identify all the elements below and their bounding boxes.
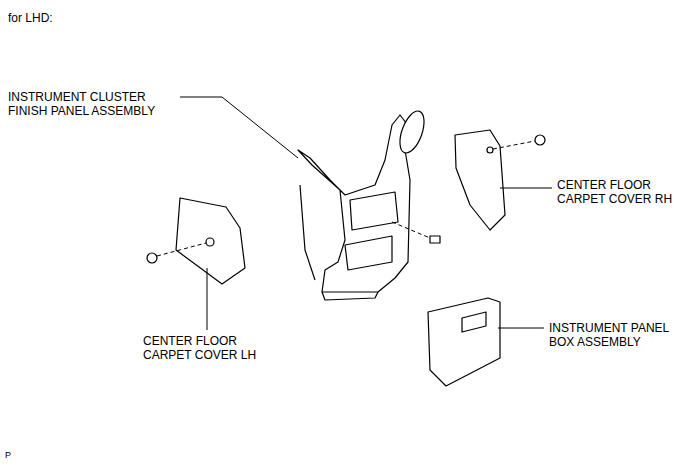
panel-tab: [395, 108, 429, 156]
panel-opening: [350, 192, 398, 230]
part-name: CENTER FLOOR CARPET COVER LH: [143, 334, 271, 362]
clip-hole: [487, 147, 493, 153]
install-line: [157, 243, 206, 256]
install-line: [493, 141, 535, 149]
panel-opening: [345, 236, 392, 270]
push-clip: [147, 253, 157, 263]
finish-panel: [298, 115, 410, 292]
leader-line: [180, 97, 298, 158]
carpet-cover-lh: [176, 198, 245, 284]
leader-line: [500, 188, 552, 189]
view-note: for LHD:: [8, 11, 128, 25]
leader-line: [207, 268, 208, 330]
panel-box: [428, 298, 500, 386]
carpet-cover-rh: [455, 130, 505, 230]
part-name: INSTRUMENT PANEL BOX ASSEMBLY: [549, 321, 687, 349]
screw: [430, 236, 440, 243]
part-name: CENTER FLOOR CARPET COVER RH: [557, 178, 685, 206]
leader-line: [498, 328, 544, 329]
install-line: [392, 222, 430, 238]
panel-edge: [322, 292, 378, 300]
box-recess: [462, 312, 486, 332]
part-name: INSTRUMENT CLUSTER FINISH PANEL ASSEMBLY: [8, 90, 176, 118]
panel-edge: [300, 185, 315, 280]
figure-code: P: [5, 448, 35, 462]
clip-hole: [206, 238, 214, 246]
push-clip: [535, 135, 545, 145]
